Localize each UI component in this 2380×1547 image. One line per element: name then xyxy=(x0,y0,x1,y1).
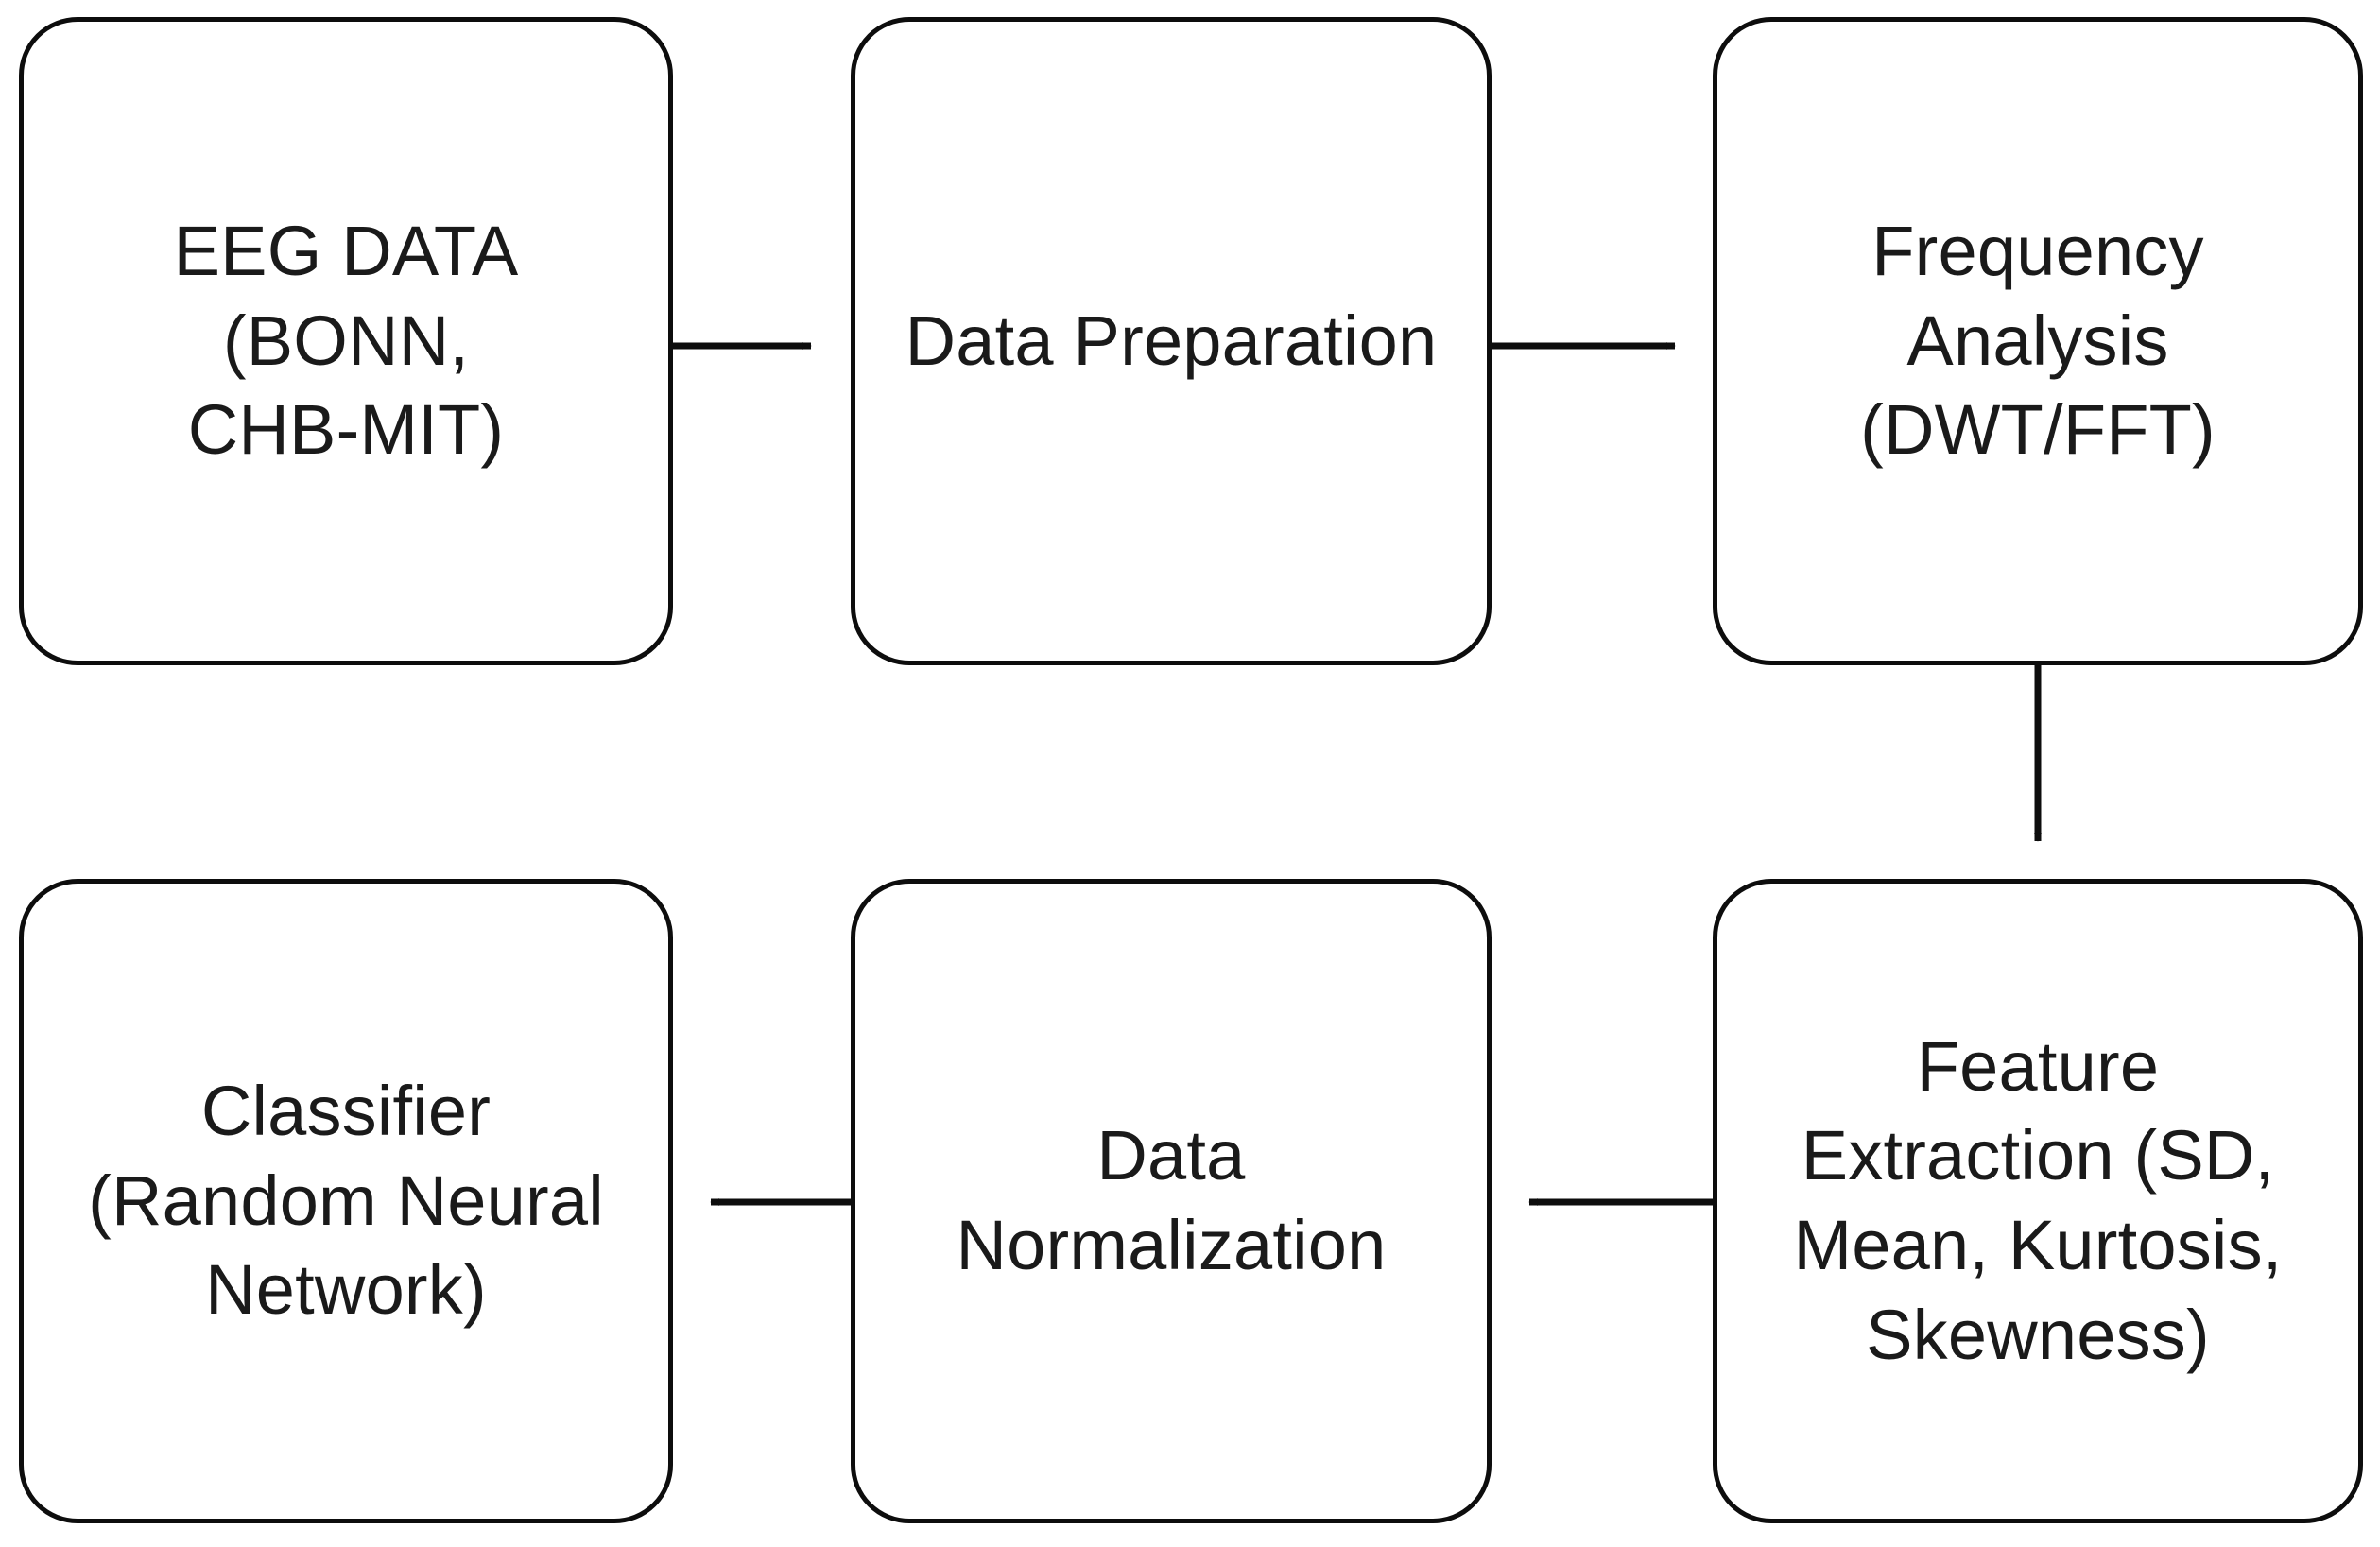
node-classifier-label: Classifier (Random Neural Network) xyxy=(88,1071,604,1330)
node-feature-extraction-label: Feature Extraction (SD, Mean, Kurtosis, … xyxy=(1793,1026,2283,1374)
node-frequency-analysis[interactable]: Frequency Analysis (DWT/FFT) xyxy=(1713,17,2363,665)
node-eeg-data-label: EEG DATA (BONN, CHB-MIT) xyxy=(173,211,519,470)
node-data-normalization-label: Data Normalization xyxy=(956,1116,1387,1284)
node-data-preparation[interactable]: Data Preparation xyxy=(851,17,1492,665)
node-data-preparation-label: Data Preparation xyxy=(905,301,1438,380)
node-eeg-data[interactable]: EEG DATA (BONN, CHB-MIT) xyxy=(19,17,673,665)
node-feature-extraction[interactable]: Feature Extraction (SD, Mean, Kurtosis, … xyxy=(1713,879,2363,1523)
node-classifier[interactable]: Classifier (Random Neural Network) xyxy=(19,879,673,1523)
node-frequency-analysis-label: Frequency Analysis (DWT/FFT) xyxy=(1860,211,2216,470)
node-data-normalization[interactable]: Data Normalization xyxy=(851,879,1492,1523)
